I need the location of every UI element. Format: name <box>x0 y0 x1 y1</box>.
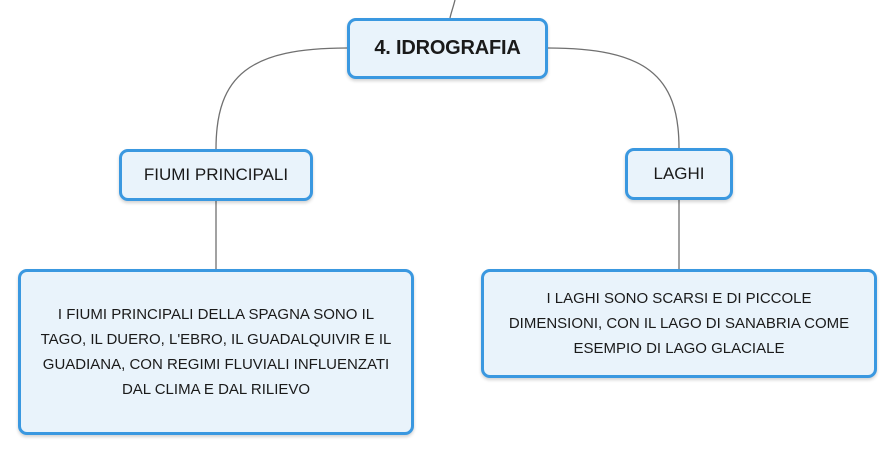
connector-root-to-fiumi <box>215 47 348 150</box>
detail-node-text: I FIUMI PRINCIPALI DELLA SPAGNA SONO IL … <box>40 306 392 398</box>
detail-node-laghi[interactable]: I LAGHI SONO SCARSI E DI PICCOLE DIMENSI… <box>481 269 877 378</box>
topic-node-laghi[interactable]: LAGHI <box>625 148 733 200</box>
connector-root-to-laghi <box>547 47 680 149</box>
root-node[interactable]: 4. IDROGRAFIA <box>347 18 548 79</box>
detail-node-fiumi-principali[interactable]: I FIUMI PRINCIPALI DELLA SPAGNA SONO IL … <box>18 269 414 435</box>
root-node-label: 4. IDROGRAFIA <box>374 37 521 59</box>
detail-node-text: I LAGHI SONO SCARSI E DI PICCOLE DIMENSI… <box>508 290 850 357</box>
topic-node-label: LAGHI <box>653 164 705 183</box>
topic-node-label: FIUMI PRINCIPALI <box>143 165 289 184</box>
connector-parent-to-root <box>449 0 456 19</box>
topic-node-fiumi-principali[interactable]: FIUMI PRINCIPALI <box>119 149 313 201</box>
